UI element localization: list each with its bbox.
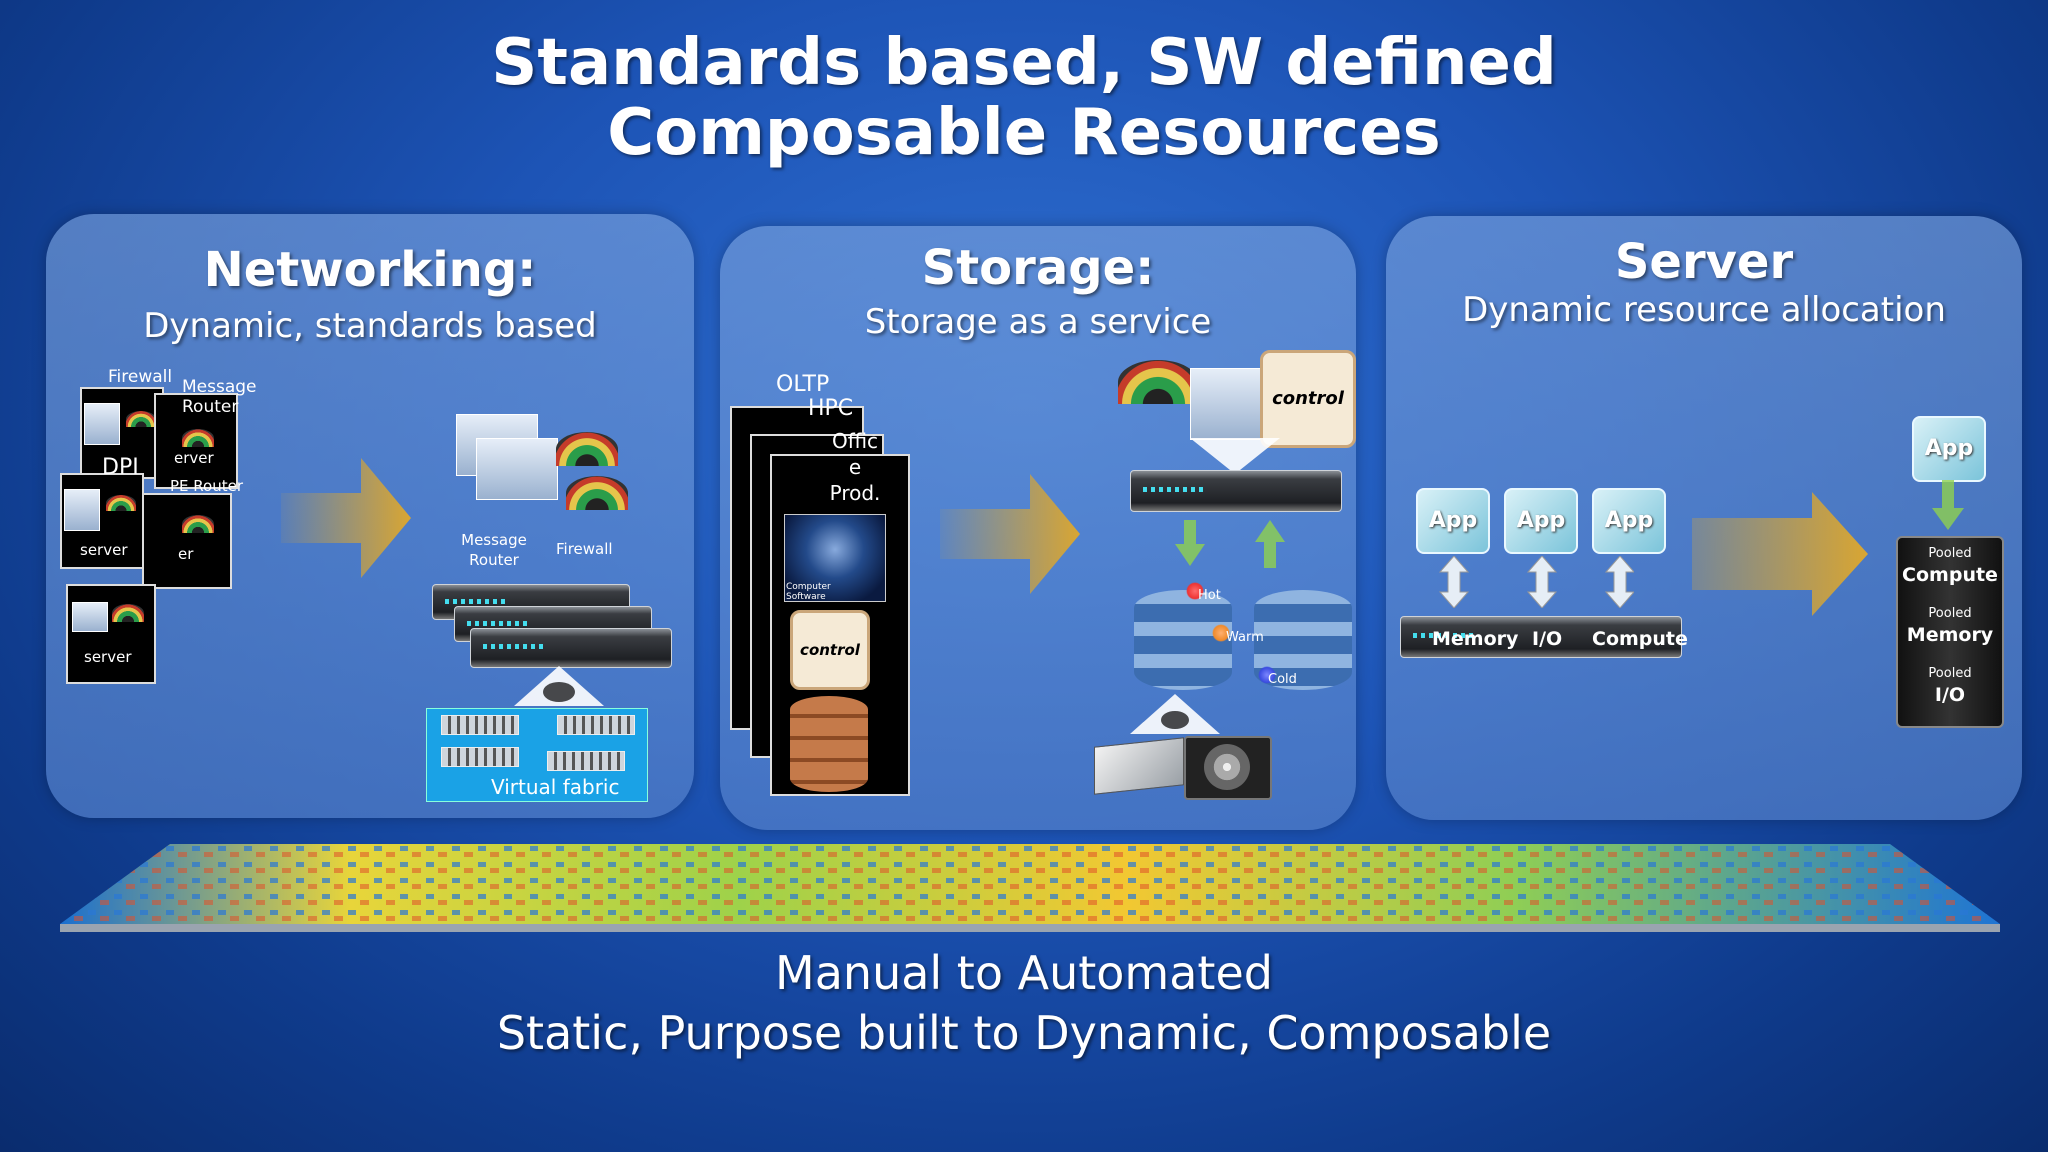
connector-icon (1190, 438, 1280, 474)
server-panel: Server Dynamic resource allocation App A… (1386, 216, 2022, 820)
storage-title: Storage: (921, 240, 1155, 296)
io-label: I/O (1532, 628, 1563, 650)
networking-title: Networking: (203, 242, 537, 298)
networking-subtitle: Dynamic, standards based (143, 306, 597, 346)
server-resource-rack (1400, 616, 1682, 658)
software-box-art (784, 514, 886, 602)
office-prod-label: Offic e Prod. (829, 429, 881, 505)
control-box-right: control (1260, 350, 1356, 448)
connector-icon (1130, 694, 1220, 734)
hot-dot (1186, 582, 1204, 600)
app-tile-pooled: App (1912, 416, 1986, 482)
server-box: server (66, 564, 186, 684)
bottom-line1: Manual to Automated (775, 946, 1273, 1000)
server-arrow (1692, 492, 1868, 616)
pooled-memory-big: Memory (1906, 624, 1994, 646)
oltp-label: OLTP (776, 372, 830, 397)
gauge-icon (556, 432, 618, 466)
updown-arrows-icon (1438, 556, 1634, 608)
dpi-server-label: server (80, 541, 128, 559)
updown-arrows-icon (1175, 520, 1285, 568)
app-tile-3: App (1592, 488, 1666, 554)
control-box: control (790, 610, 870, 690)
pooled-io-small: Pooled (1928, 666, 1972, 681)
pe-router-label: PE Router (170, 477, 244, 495)
message-router-label: Message Router (182, 377, 257, 417)
gauge-icon (566, 476, 628, 510)
target-firewall-label: Firewall (556, 540, 613, 558)
er-fragment: er (178, 545, 194, 563)
target-message-router-label: Message Router (461, 531, 527, 569)
firewall-label: Firewall (108, 367, 173, 387)
hpc-label: HPC (808, 396, 854, 421)
erver-fragment: erver (174, 449, 214, 467)
warm-dot (1212, 624, 1230, 642)
gauge-icon (1118, 360, 1198, 404)
virtual-fabric: Virtual fabric (426, 708, 648, 802)
slide-title-line2: Composable Resources (607, 96, 1441, 170)
pe-router-box: PE Router erver er (142, 449, 262, 589)
app-tile-2: App (1504, 488, 1578, 554)
pooled-compute-small: Pooled (1928, 546, 1972, 561)
storage-drum (790, 696, 868, 792)
cold-dot (1258, 666, 1276, 684)
virtual-fabric-label: Virtual fabric (491, 775, 620, 799)
firewall-box: Firewall (80, 367, 190, 479)
memory-label: Memory (1432, 628, 1519, 650)
down-arrow-icon (1932, 480, 1964, 530)
app-tile-1: App (1416, 488, 1490, 554)
storage-subtitle: Storage as a service (864, 302, 1212, 342)
ssd-icon (1094, 737, 1184, 795)
pooled-resources-cabinet: Pooled Compute Pooled Memory Pooled I/O (1896, 536, 2004, 728)
processor-die-band (60, 844, 2000, 932)
pooled-io-big: I/O (1934, 684, 1966, 706)
message-router-box: Message Router (154, 377, 274, 489)
hard-drive-icon (1184, 736, 1272, 800)
server-title: Server (1614, 234, 1794, 290)
dpi-box: DPI server (60, 455, 170, 569)
server-rack (470, 628, 672, 668)
hot-label: Hot (1198, 588, 1221, 603)
cold-label: Cold (1268, 672, 1297, 687)
pooled-memory-small: Pooled (1928, 606, 1972, 621)
dpi-label: DPI (102, 455, 139, 480)
slide-title-line1: Standards based, SW defined (491, 26, 1557, 100)
server-rack (1130, 470, 1342, 512)
connector-icon (514, 666, 604, 706)
software-label: Computer Software (786, 582, 831, 602)
storage-panel: Storage: Storage as a service OLTP HPC O… (720, 226, 1356, 830)
networking-panel: Networking: Dynamic, standards based Fir… (46, 214, 694, 818)
server-subtitle: Dynamic resource allocation (1462, 290, 1946, 330)
warm-label: Warm (1226, 630, 1264, 645)
control-label: control (800, 641, 860, 659)
compute-label: Compute (1592, 628, 1688, 650)
bottom-line2: Static, Purpose built to Dynamic, Compos… (496, 1006, 1552, 1060)
control-label-right: control (1272, 388, 1344, 409)
storage-arrow (940, 474, 1080, 594)
networking-arrow (281, 458, 411, 578)
pooled-compute-big: Compute (1902, 564, 1998, 586)
server-label: server (84, 648, 132, 666)
office-prod-box: Offic e Prod. Computer Software control (770, 424, 950, 796)
window-icon (476, 438, 558, 500)
